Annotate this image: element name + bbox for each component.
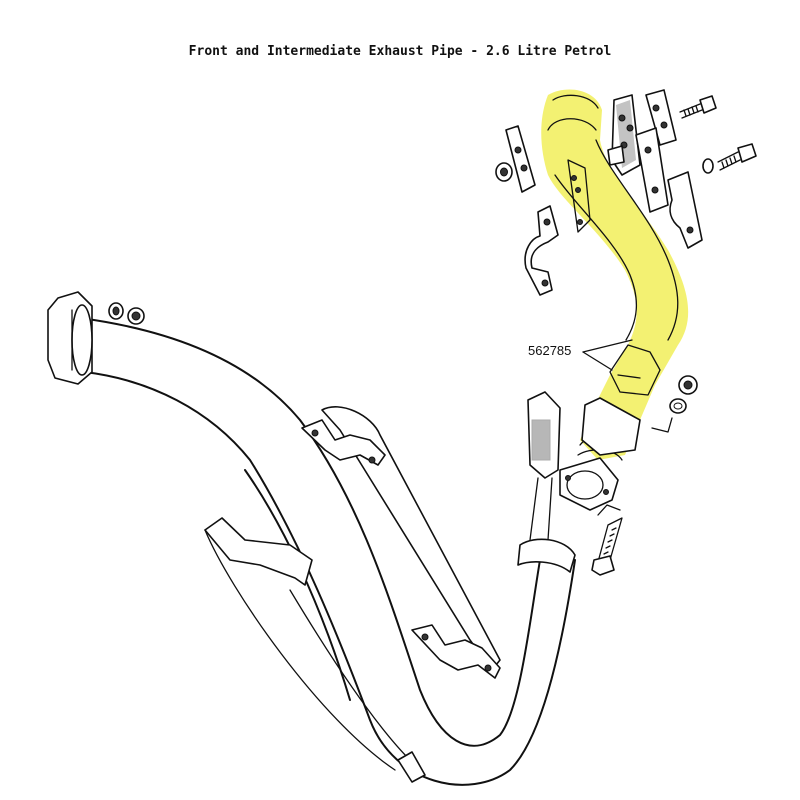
front-exhaust-pipe[interactable] (47, 291, 576, 786)
bolt-upper (679, 95, 717, 119)
flange-nuts-washers (651, 375, 698, 433)
bracket-plates (495, 89, 703, 249)
mounting-bracket[interactable] (517, 391, 576, 573)
pipe-clamps (524, 205, 559, 296)
flange-bolt (591, 504, 623, 576)
heat-shield-upper[interactable] (301, 406, 501, 679)
heat-shield-lower[interactable] (204, 517, 426, 783)
diagram-title: Front and Intermediate Exhaust Pipe - 2.… (188, 44, 612, 59)
intermediate-exhaust-pipe[interactable] (541, 89, 689, 461)
flange-joint (559, 397, 641, 511)
callout-part-number-562785[interactable]: 562785 (528, 343, 572, 358)
callout-leaders (582, 339, 633, 371)
bolt-middle (702, 143, 757, 174)
